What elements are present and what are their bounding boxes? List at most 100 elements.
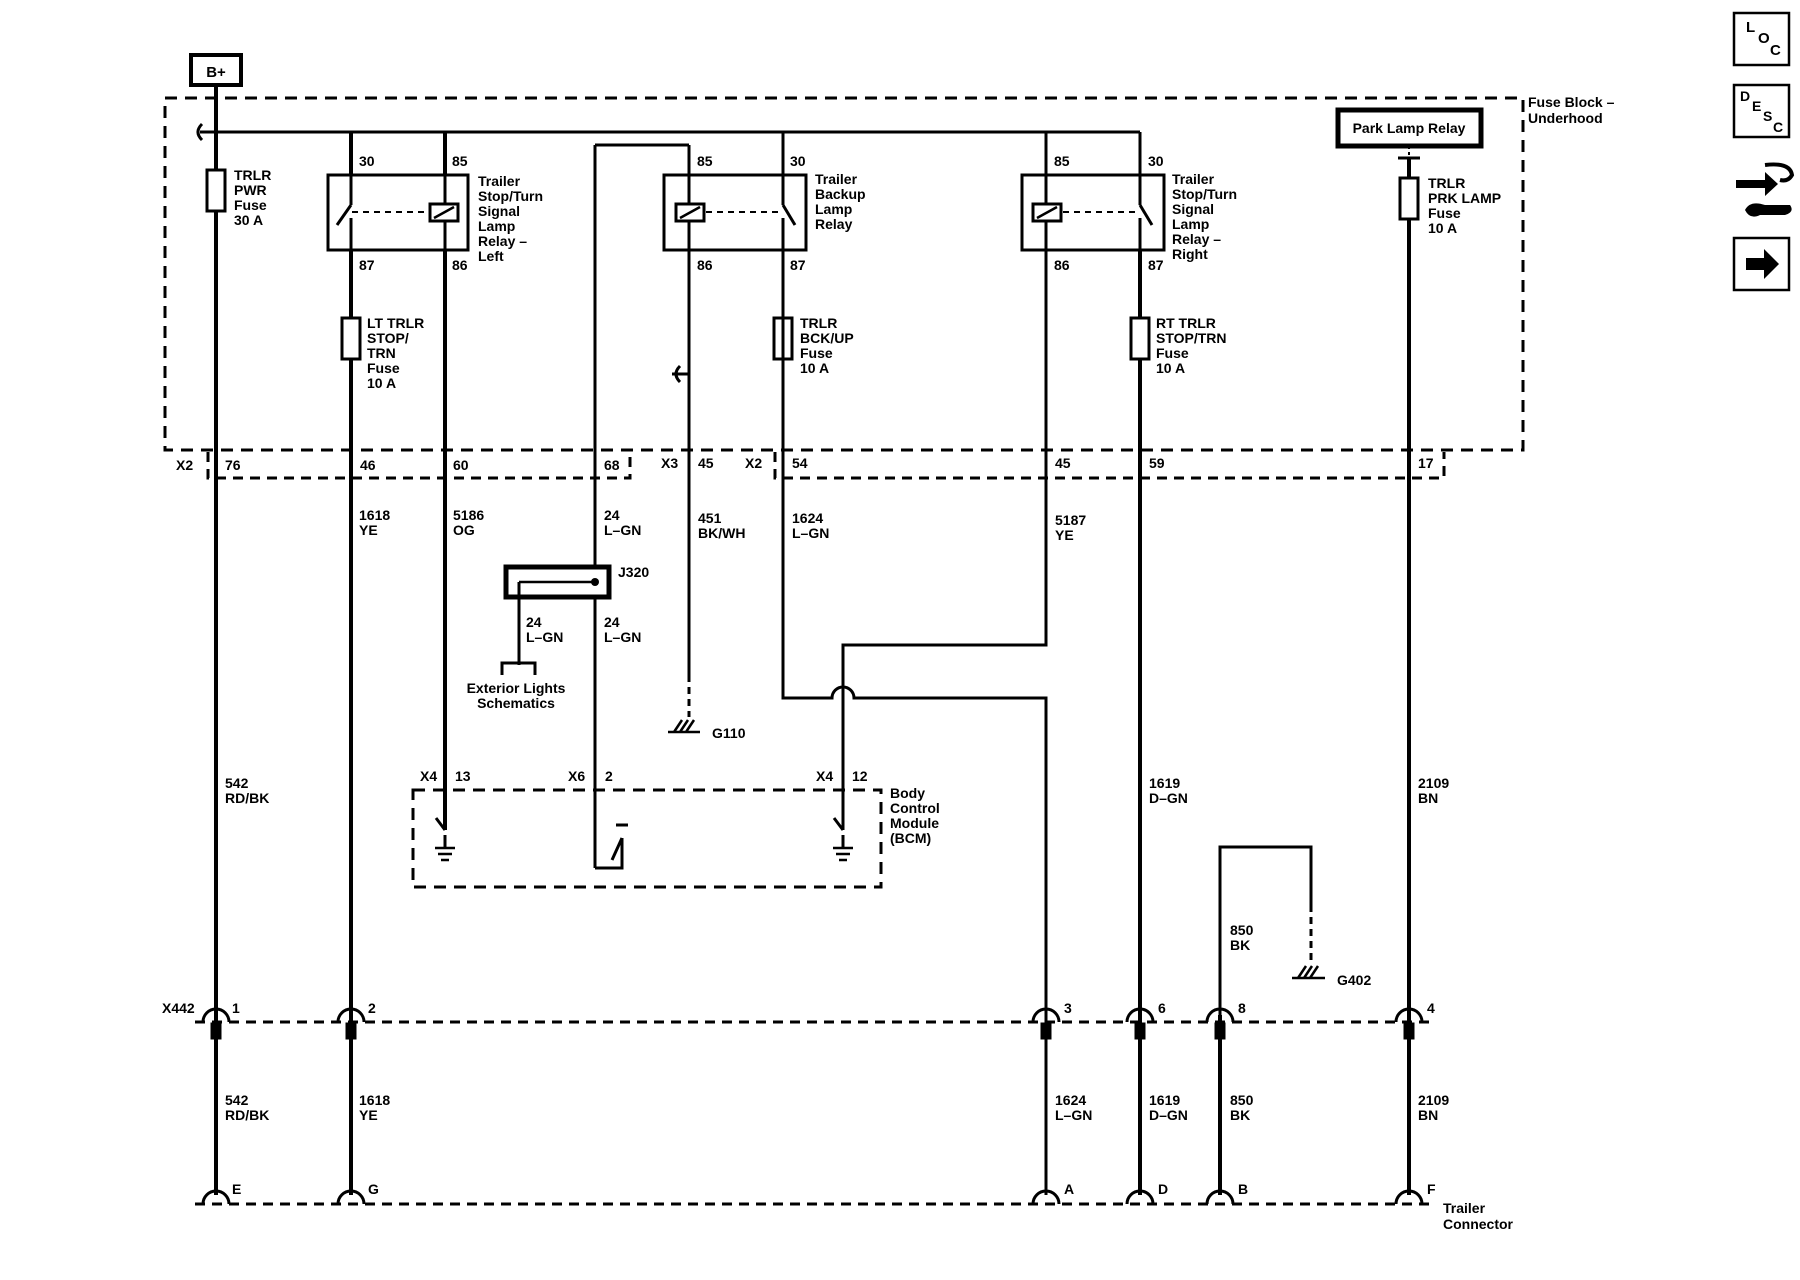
trailer-pin-a: A [1064,1181,1074,1197]
pin-17: 17 [1418,455,1434,471]
x442-pin6: 6 [1158,1000,1166,1016]
pin-59: 59 [1149,455,1165,471]
fuse-trlr-prk-label: TRLR PRK LAMP Fuse 10 A [1428,175,1505,236]
fuse-trlr-pwr-label: TRLR PWR Fuse 30 A [234,167,275,228]
pin-45b: 45 [1055,455,1071,471]
svg-text:C: C [1770,42,1781,59]
trailer-pin-f: F [1427,1181,1436,1197]
svg-text:C: C [1773,119,1783,135]
arrow-right-icon [1746,249,1779,279]
relay-left-label: Trailer Stop/Turn Signal Lamp Relay – Le… [478,173,547,264]
svg-text:O: O [1758,30,1770,47]
svg-text:E: E [1752,98,1761,114]
wire-5187 [841,250,1048,705]
pin-54: 54 [792,455,808,471]
relay-right-label: Trailer Stop/Turn Signal Lamp Relay – Ri… [1172,171,1241,262]
ground-symbol-icon [435,846,455,862]
next-page-button[interactable] [1732,236,1791,292]
relay-left-pin87: 87 [359,257,375,273]
ground-symbol-icon [833,846,853,862]
wire-1624-route [781,250,1048,1195]
relay-backup-pin87: 87 [790,257,806,273]
relay-right-switch [1138,204,1154,226]
conn-x2-left: X2 [176,457,193,473]
fuse-block-title: Fuse Block – Underhood [1528,94,1618,126]
fuse-lt-trlr [340,316,362,361]
fuse-trlr-bckup-label: TRLR BCK/UP Fuse 10 A [800,315,857,376]
relay-left-switch [335,204,353,226]
x442-pin8: 8 [1238,1000,1246,1016]
pin-45a: 45 [698,455,714,471]
fuse-rt-trlr [1129,316,1151,361]
trailer-pin-b: B [1238,1181,1248,1197]
conn-x2-mid: X2 [745,455,762,471]
relay-right-pin86: 86 [1054,257,1070,273]
pin-76: 76 [225,457,241,473]
loc-button[interactable]: L O C [1732,11,1791,67]
fuse-trlr-pwr [205,168,227,213]
connector-strip-x2-mid [773,452,1446,480]
ground-g402-label: G402 [1337,972,1371,988]
park-lamp-relay-label: Park Lamp Relay [1353,120,1466,136]
wire-break-icon [672,364,690,384]
relay-right-pin85: 85 [1054,153,1070,169]
relay-backup-switch [781,204,797,226]
desc-button[interactable]: D E S C [1732,83,1791,139]
fuse-lt-trlr-label: LT TRLR STOP/ TRN Fuse 10 A [367,315,428,391]
bus-break-icon [196,122,204,142]
ground-g110-label: G110 [712,725,746,741]
pin-60: 60 [453,457,469,473]
x442-pin2: 2 [368,1000,376,1016]
conn-x3: X3 [661,455,678,471]
connector-end-view-icon[interactable] [1736,162,1795,217]
svg-text:D: D [1740,88,1750,104]
relay-right-pin30: 30 [1148,153,1164,169]
fuse-block-outline [163,96,1525,452]
fuse-trlr-prk [1398,176,1420,221]
bcm-outline [411,788,883,889]
bcm-pin13: 13 [455,768,471,784]
trailer-connector-terminals [201,1189,1424,1205]
x442-terminals [201,1007,1424,1040]
bplus-label: B+ [206,64,226,81]
relay-backup-pin30: 30 [790,153,806,169]
x442-pin3: 3 [1064,1000,1072,1016]
x442-pin4: 4 [1427,1000,1435,1016]
connector-strip-x2-left [206,452,632,480]
fuse-rt-trlr-label: RT TRLR STOP/TRN Fuse 10 A [1156,315,1230,376]
trailer-pin-g: G [368,1181,379,1197]
trailer-connector-label: Trailer Connector [1443,1200,1514,1232]
bcm-x4b: X4 [816,768,833,784]
svg-text:L: L [1746,19,1755,36]
pin-68: 68 [604,457,620,473]
relay-right-pin87: 87 [1148,257,1164,273]
x442-pin1: 1 [232,1000,240,1016]
splice-label: J320 [618,564,649,580]
trailer-pin-e: E [232,1181,241,1197]
ground-icon-g110 [668,719,700,734]
ground-icon-g402 [1292,965,1325,980]
bcm-label: Body Control Module (BCM) [890,785,944,846]
trailer-pin-d: D [1158,1181,1168,1197]
bcm-x6: X6 [568,768,585,784]
relay-backup-pin86: 86 [697,257,713,273]
relay-backup-label: Trailer Backup Lamp Relay [815,171,869,232]
relay-backup-pin85: 85 [697,153,713,169]
